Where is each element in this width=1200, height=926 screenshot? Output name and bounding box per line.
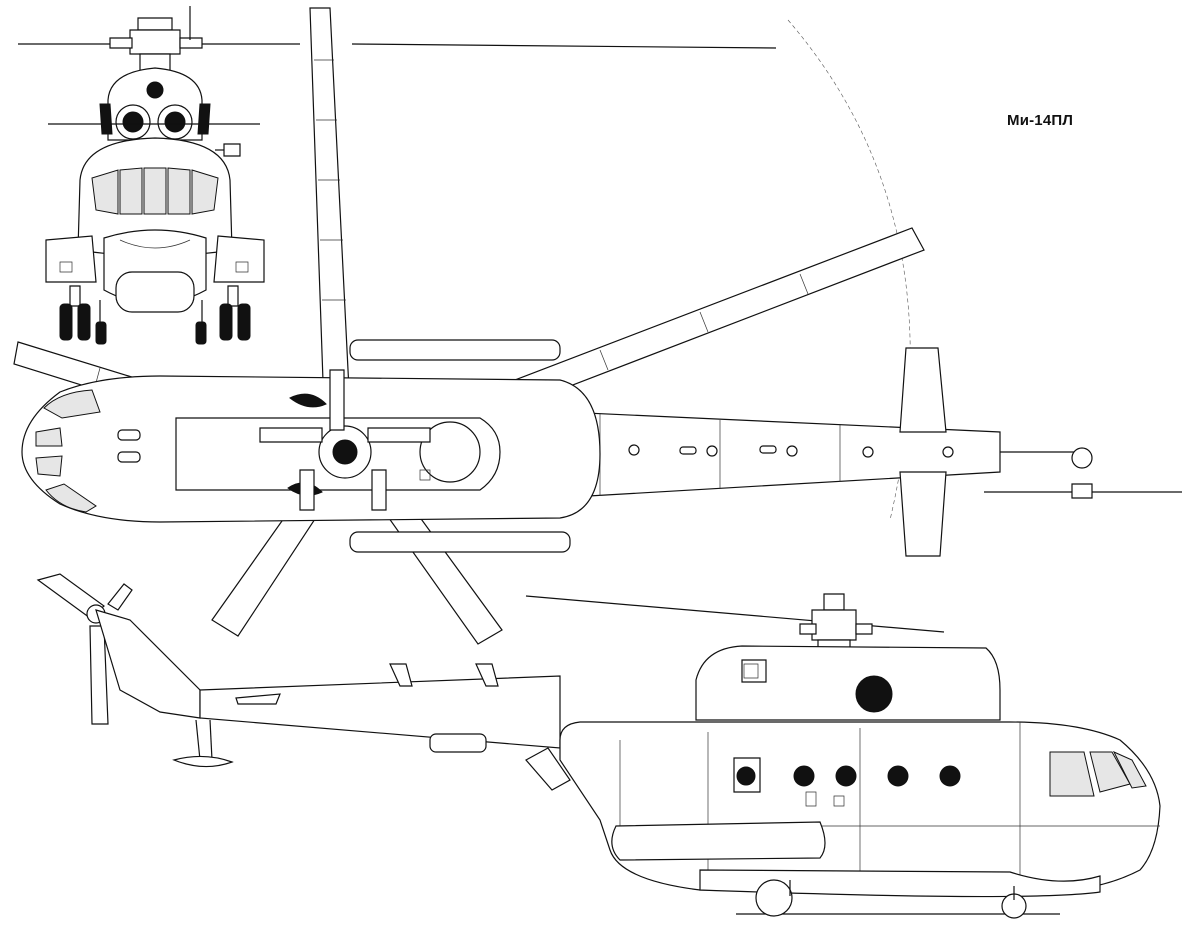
front-view [18,6,300,344]
side-view [38,574,1160,918]
top-view [14,8,1182,644]
figure-title: Ми-14ПЛ [1007,112,1074,129]
